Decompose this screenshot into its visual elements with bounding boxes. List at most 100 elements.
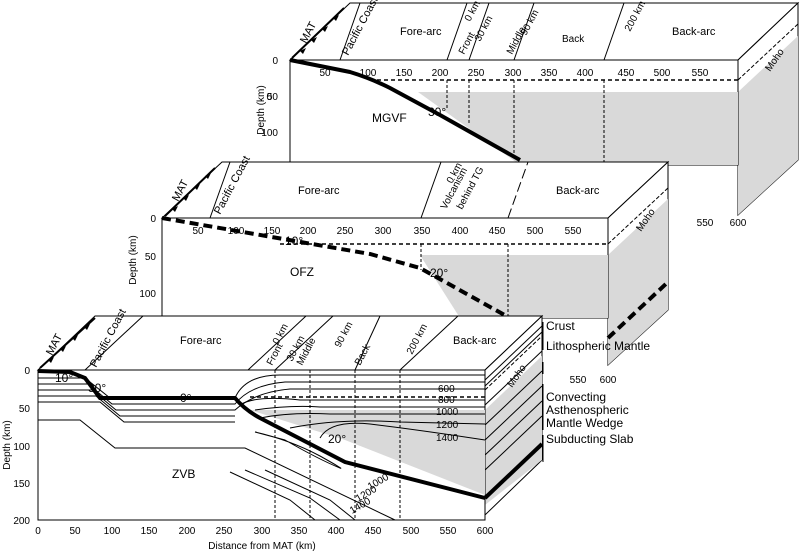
- depth-axis-label-mid: Depth (km): [128, 235, 139, 284]
- isotherm-800-label: 800: [438, 395, 455, 406]
- x-tick-550-mid: 550: [565, 226, 582, 237]
- x-tick-350-top: 350: [541, 68, 558, 79]
- zvb-dip-flat: 0°: [180, 391, 192, 405]
- back-arc-slant: [507, 161, 529, 219]
- 0km-slant: [446, 2, 468, 61]
- distance-axis-label: Distance from MAT (km): [208, 541, 315, 552]
- side-isotherm-line: [484, 415, 543, 471]
- x-tick-100: 100: [104, 526, 121, 537]
- depth-axis-label: Depth (km): [2, 420, 13, 469]
- x-tick-550: 550: [440, 526, 457, 537]
- mgvf-label: MGVF: [372, 111, 407, 125]
- x-tick-600-mid-side: 600: [600, 375, 617, 386]
- back-label: Back: [562, 34, 585, 45]
- x-tick-50-mid: 50: [192, 226, 204, 237]
- 0km-slant: [420, 161, 442, 219]
- panel-ofz: MAT Pacific Coast Fore-arc Back-arc 0 km…: [128, 154, 670, 386]
- back-arc-label: Back-arc: [556, 185, 600, 197]
- zvb-dip-shallow: 10°: [55, 371, 73, 385]
- x-tick-450: 450: [365, 526, 382, 537]
- side-wedge-shading: [738, 36, 798, 215]
- depth-axis-label-top: Depth (km): [256, 85, 267, 134]
- y-tick-100-top: 100: [261, 128, 278, 139]
- trench-tooth: [333, 15, 339, 21]
- y-tick-50-mid: 50: [145, 252, 157, 263]
- fore-arc-label: Fore-arc: [180, 335, 222, 347]
- x-tick-0: 0: [35, 526, 41, 537]
- 30km-slant: [274, 315, 334, 371]
- x-tick-550-top: 550: [692, 68, 709, 79]
- isotherm-line: [38, 419, 396, 521]
- trench-tooth: [311, 37, 317, 43]
- trench-tooth: [84, 324, 90, 330]
- side-isotherm-line: [484, 385, 543, 441]
- 200km-slant: [399, 315, 459, 371]
- isotherm-loop: [254, 431, 342, 469]
- side-isotherm-line: [484, 400, 543, 456]
- x-tick-550-top-side: 550: [697, 218, 714, 229]
- 30km-slant: [468, 2, 490, 61]
- side-moho-line: [607, 187, 669, 245]
- side-slab-line: [483, 442, 544, 500]
- 200km-slant: [603, 2, 625, 61]
- crust-label: Crust: [546, 319, 575, 333]
- x-tick-400-top: 400: [577, 68, 594, 79]
- x-tick-100-mid: 100: [228, 226, 245, 237]
- fore-arc-label: Fore-arc: [298, 185, 340, 197]
- x-tick-200-mid: 200: [300, 226, 317, 237]
- x-tick-600-top-side: 600: [730, 218, 747, 229]
- isotherm-1200: [289, 420, 486, 429]
- isotherm-1400-label: 1400: [436, 433, 459, 444]
- x-tick-600: 600: [477, 526, 494, 537]
- x-tick-500-top: 500: [654, 68, 671, 79]
- trench-tooth: [183, 195, 189, 201]
- x-tick-300-top: 300: [505, 68, 522, 79]
- x-tick-150-top: 150: [396, 68, 413, 79]
- side-crust-line-2: [484, 331, 543, 387]
- zvb-dip-mid: 30°: [88, 381, 106, 395]
- 90km-slant: [513, 2, 535, 61]
- x-tick-400: 400: [328, 526, 345, 537]
- mgvf-dip: 30°: [428, 105, 446, 119]
- x-tick-50: 50: [69, 526, 81, 537]
- isotherm-line: [38, 381, 485, 405]
- trench-tooth: [194, 184, 200, 190]
- 90km-slant: [354, 315, 381, 371]
- back-arc-label: Back-arc: [672, 26, 716, 38]
- x-tick-500-mid: 500: [527, 226, 544, 237]
- side-moho-line: [484, 335, 543, 391]
- x-tick-200: 200: [179, 526, 196, 537]
- y-tick-0-mid: 0: [150, 214, 156, 225]
- x-tick-350: 350: [291, 526, 308, 537]
- x-tick-450-top: 450: [618, 68, 635, 79]
- x-tick-300: 300: [254, 526, 271, 537]
- trench-tooth: [322, 26, 328, 32]
- x-tick-250: 250: [216, 526, 233, 537]
- trench-tooth: [172, 206, 178, 212]
- coast-slant: [339, 2, 361, 61]
- layer-legend: Crust Lithospheric Mantle Convecting Ast…: [542, 319, 650, 462]
- side-wedge-shading: [485, 356, 542, 505]
- isotherm-lower-1000: [264, 469, 356, 521]
- isotherm-lower-1400: [229, 471, 316, 521]
- y-tick-150: 150: [13, 479, 30, 490]
- x-tick-450-mid: 450: [489, 226, 506, 237]
- trench-tooth: [48, 357, 54, 363]
- ofz-label: OFZ: [290, 265, 314, 279]
- isotherm-1000-label: 1000: [436, 407, 459, 418]
- wedge-shading: [420, 255, 608, 318]
- side-crust-line: [484, 325, 543, 381]
- y-tick-0-top: 0: [272, 56, 278, 67]
- isotherm-1200-label: 1200: [436, 420, 459, 431]
- isotherm-line: [38, 401, 235, 423]
- x-tick-500: 500: [403, 526, 420, 537]
- y-tick-50: 50: [19, 404, 31, 415]
- isotherm-1400: [319, 422, 486, 441]
- trench-tooth: [72, 335, 78, 341]
- isotherm-1000: [259, 413, 485, 419]
- x-tick-250-top: 250: [468, 68, 485, 79]
- panel-zvb: MAT Pacific Coast Fore-arc Back-arc 0 km…: [2, 307, 544, 552]
- isotherm-800: [254, 405, 485, 411]
- ofz-dip-shallow: 10°: [285, 234, 303, 248]
